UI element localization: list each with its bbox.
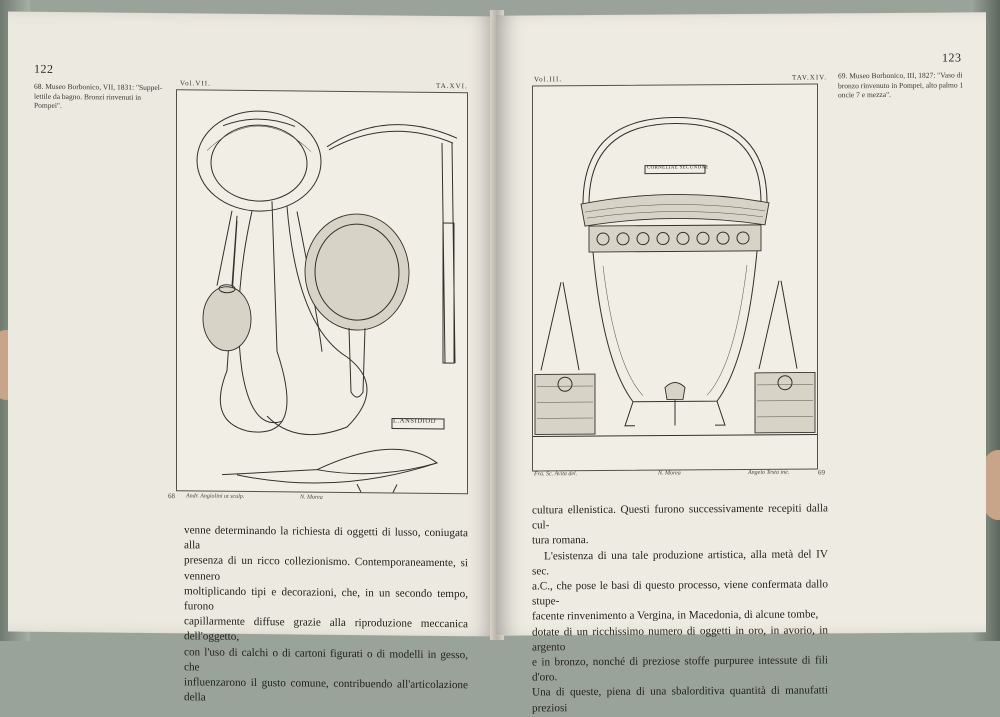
- page-number: 122: [34, 61, 54, 76]
- artist-credit: N. Morea: [658, 470, 681, 477]
- plate-illustration: CORNELIAE SECUNDAE: [532, 83, 818, 472]
- figure-caption: 68. Museo Borbonico, VII, 1831: "Suppel-…: [34, 81, 163, 111]
- plate-volume: Vol.III.: [534, 75, 563, 84]
- plate-volume: Vol.VII.: [180, 79, 211, 88]
- figure-caption: 69. Museo Borbonico, III, 1827: "Vaso di…: [838, 70, 964, 100]
- plate-table: TAV.XIV.: [792, 73, 828, 82]
- draftsman-credit: Fra. Sc. Avita del.: [534, 471, 578, 478]
- bronze-situla-drawing: [533, 116, 817, 437]
- right-page: 123 69. Museo Borbonico, III, 1827: "Vas…: [496, 12, 986, 714]
- left-page: 122 68. Museo Borbonico, VII, 1831: "Sup…: [8, 11, 496, 704]
- body-text: venne determinando la richiesta di ogget…: [184, 524, 468, 704]
- bath-implements-drawing: [196, 110, 458, 493]
- page-number: 123: [942, 50, 962, 65]
- figure-number: 69: [818, 468, 825, 477]
- figure-number: 68: [168, 492, 175, 501]
- artist-credit: N. Morea: [300, 494, 323, 501]
- plate-table: TA.XVI.: [436, 81, 468, 91]
- body-text: cultura ellenistica. Questi furono succe…: [532, 502, 828, 715]
- plate-inscription: L.ANSIDIOD: [393, 417, 437, 425]
- plate-inscription: CORNELIAE SECUNDAE: [647, 165, 709, 171]
- plate-illustration: L.ANSIDIOD: [176, 89, 468, 495]
- engraver-credit: Angelo Testa ine.: [748, 469, 790, 476]
- engraver-credit: Andr. Angiolini ut sculp.: [186, 493, 245, 500]
